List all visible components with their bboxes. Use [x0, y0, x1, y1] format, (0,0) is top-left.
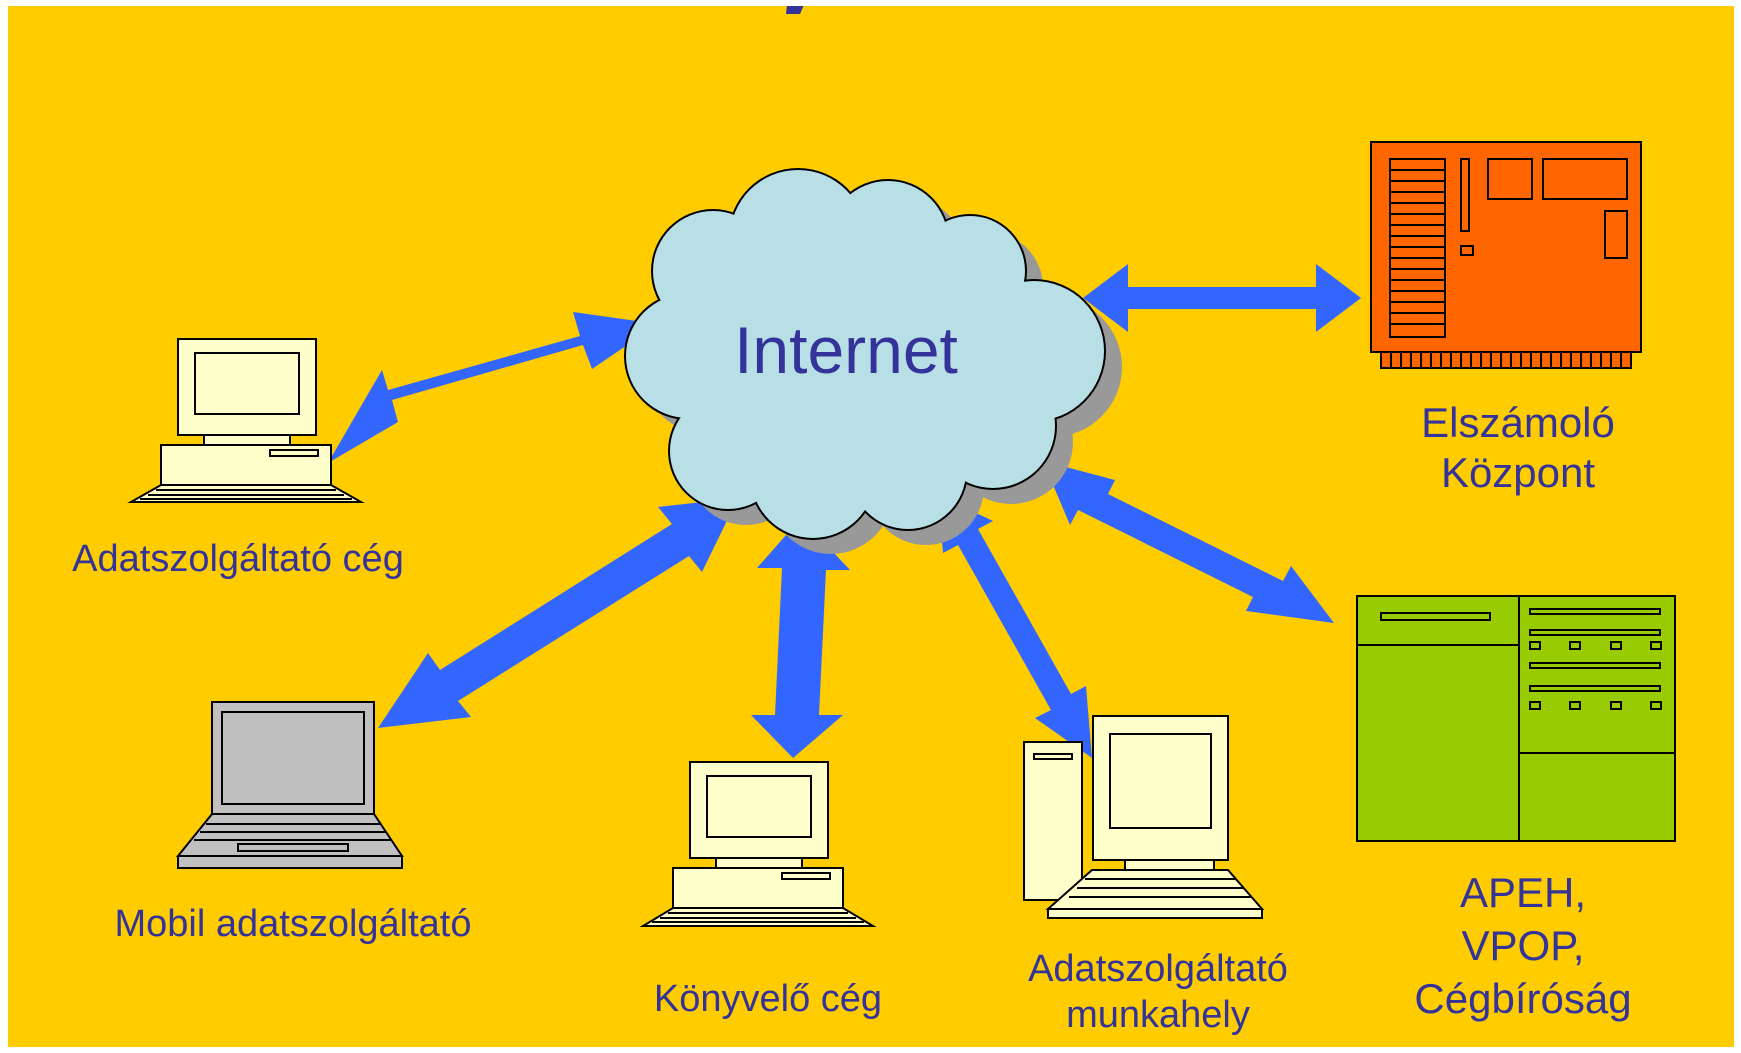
- internet-label: Internet: [734, 313, 958, 387]
- node-label-elszamolo-kozpont: Elszámoló Központ: [1421, 399, 1615, 496]
- laptop-icon: [175, 701, 404, 869]
- node-label-adatszolgaltato-munkahely: Adatszolgáltató munkahely: [1028, 948, 1288, 1036]
- arrow-apeh: [1043, 461, 1334, 623]
- arrow-elszamolo-kozpont: [1083, 264, 1361, 332]
- mainframe-icon: [1356, 595, 1676, 842]
- network-diagram: [127, 6, 1676, 927]
- arrow-konyvelo-ceg: [751, 518, 850, 758]
- arrow-adatszolgaltato-ceg: [328, 312, 658, 463]
- workstation-icon: [1023, 715, 1265, 919]
- arrow-mobil-adatszolgaltato: [378, 498, 738, 728]
- node-label-konyvelo-ceg: Könyvelő cég: [653, 978, 883, 1020]
- server-icon: [1370, 141, 1642, 369]
- arrow-adatszolgaltato-munkahely: [938, 495, 1092, 758]
- slide: Internet Adatszolgáltató cég Mobil adats…: [8, 6, 1734, 1047]
- node-label-mobil-adatszolgaltato: Mobil adatszolgáltató: [114, 903, 472, 945]
- desktop-computer-icon: [639, 761, 877, 927]
- internet-cloud: [624, 168, 1122, 554]
- node-label-apeh-vpop-cegbirosag: APEH, VPOP, Cégbíróság: [1414, 869, 1632, 1022]
- node-label-adatszolgaltato-ceg: Adatszolgáltató cég: [72, 538, 404, 580]
- desktop-computer-icon: [127, 338, 365, 503]
